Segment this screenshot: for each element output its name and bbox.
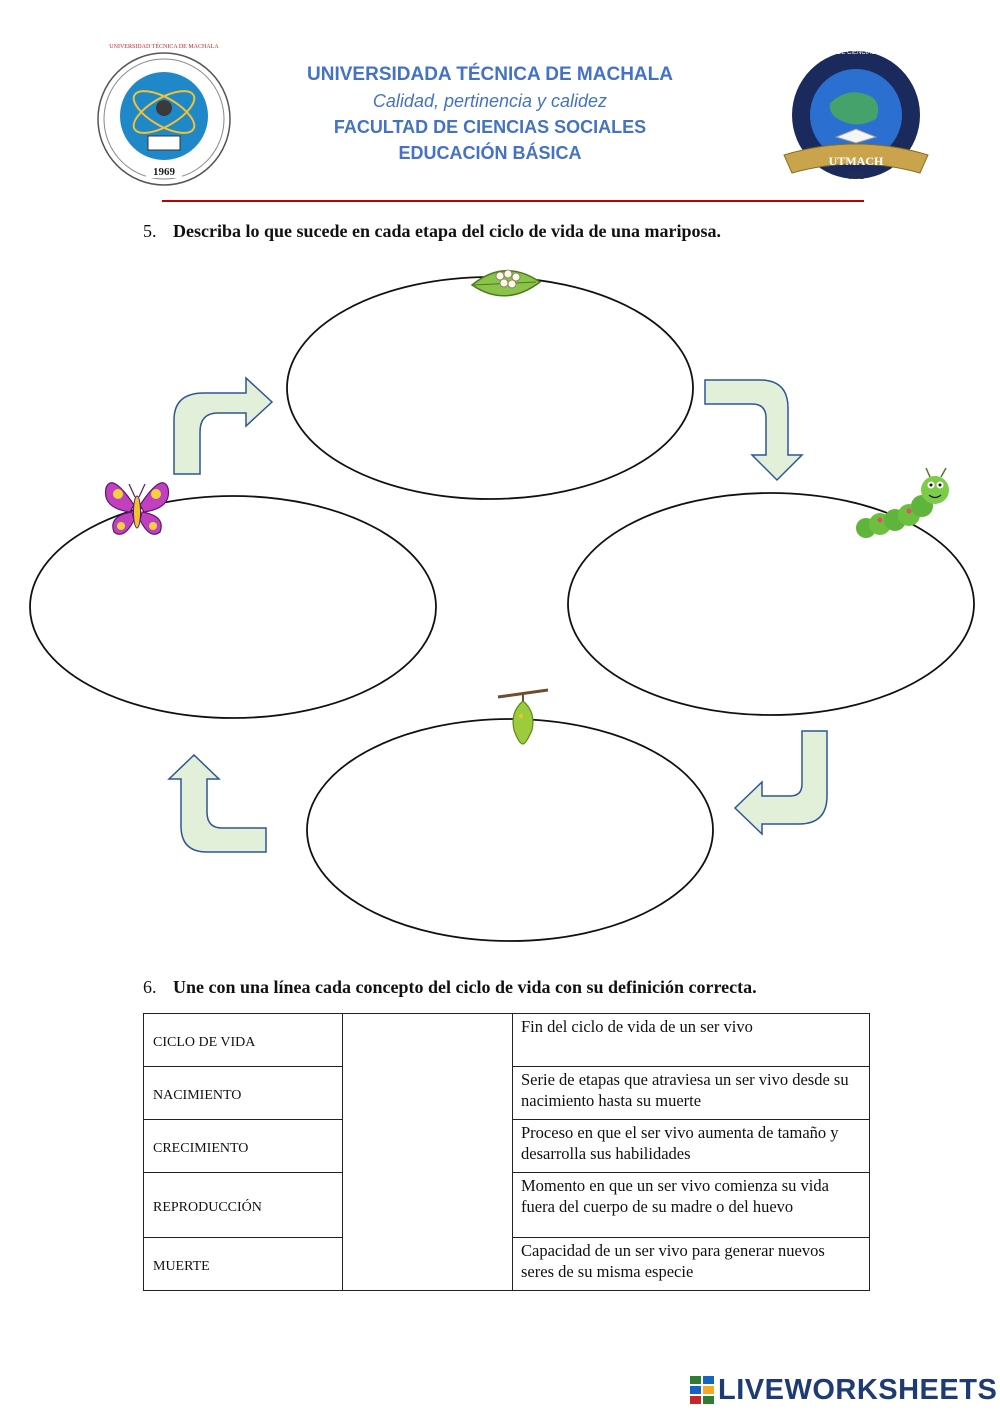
matching-table: CICLO DE VIDA Fin del ciclo de vida de u… (143, 1013, 870, 1291)
caterpillar-icon (856, 467, 949, 538)
definition-cell[interactable]: Capacidad de un ser vivo para generar nu… (512, 1237, 870, 1291)
definition-cell[interactable]: Proceso en que el ser vivo aumenta de ta… (512, 1119, 870, 1173)
university-motto: Calidad, pertinencia y calidez (372, 91, 608, 111)
butterfly-icon (104, 482, 170, 535)
leaf-eggs-icon (470, 269, 542, 297)
liveworksheets-logo: LIVEWORKSHEETS (690, 1372, 997, 1408)
concept-cell[interactable]: CICLO DE VIDA (143, 1013, 343, 1067)
left-seal-ring-text: UNIVERSIDAD TÉCNICA DE MACHALA (109, 44, 219, 50)
table-row: CRECIMIENTO Proceso en que el ser vivo a… (143, 1119, 870, 1173)
question-5-number: 5. (143, 221, 157, 241)
svg-text:1972: 1972 (848, 172, 864, 181)
program-name: EDUCACIÓN BÁSICA (398, 143, 582, 163)
concept-cell[interactable]: CRECIMIENTO (143, 1119, 343, 1173)
arrow-chrysalis-to-butterfly (167, 753, 267, 853)
table-row: MUERTE Capacidad de un ser vivo para gen… (143, 1237, 870, 1291)
question-6-text: Une con una línea cada concepto del cicl… (173, 977, 757, 997)
question-6: 6. Une con una línea cada concepto del ci… (143, 977, 757, 998)
table-row: CICLO DE VIDA Fin del ciclo de vida de u… (143, 1013, 870, 1291)
question-5-text: Describa lo que sucede en cada etapa del… (173, 221, 721, 241)
liveworksheets-icon (690, 1376, 714, 1404)
arrow-butterfly-to-eggs (173, 376, 274, 475)
stage-ellipse-eggs[interactable] (286, 276, 694, 500)
arrow-caterpillar-to-chrysalis (733, 730, 828, 836)
header-block: UNIVERSIDADA TÉCNICA DE MACHALA Calidad,… (240, 62, 740, 166)
matching-line-area[interactable] (342, 1013, 513, 1291)
svg-text:1969: 1969 (153, 166, 176, 178)
university-seal-logo: 1969 (97, 52, 231, 186)
faculty-seal-logo: UTMACH 1972 (783, 51, 929, 181)
stage-ellipse-butterfly[interactable] (29, 495, 437, 719)
stage-ellipse-chrysalis[interactable] (306, 718, 714, 942)
stage-ellipse-caterpillar[interactable] (567, 492, 975, 716)
definition-cell[interactable]: Fin del ciclo de vida de un ser vivo (512, 1013, 870, 1067)
arrow-eggs-to-caterpillar (704, 379, 804, 482)
right-seal-ring-text: FACULTAD DE CIENCIAS SOCIALES (804, 50, 908, 56)
liveworksheets-wordmark: LIVEWORKSHEETS (718, 1373, 998, 1406)
question-5: 5. Describa lo que sucede en cada etapa d… (143, 221, 721, 242)
table-row: NACIMIENTO Serie de etapas que atraviesa… (143, 1066, 870, 1120)
university-name: UNIVERSIDADA TÉCNICA DE MACHALA (307, 64, 673, 85)
question-6-number: 6. (143, 977, 157, 997)
definition-cell[interactable]: Serie de etapas que atraviesa un ser viv… (512, 1066, 870, 1120)
concept-cell[interactable]: NACIMIENTO (143, 1066, 343, 1120)
faculty-name: FACULTAD DE CIENCIAS SOCIALES (333, 117, 647, 137)
svg-text:UTMACH: UTMACH (829, 154, 884, 168)
concept-cell[interactable]: MUERTE (143, 1237, 343, 1291)
table-row: REPRODUCCIÓN Momento en que un ser vivo … (143, 1172, 870, 1238)
concept-cell[interactable]: REPRODUCCIÓN (143, 1172, 343, 1238)
life-cycle-diagram (29, 269, 975, 942)
header-divider (162, 200, 864, 202)
definition-cell[interactable]: Momento en que un ser vivo comienza su v… (512, 1172, 870, 1238)
chrysalis-icon (497, 688, 549, 745)
